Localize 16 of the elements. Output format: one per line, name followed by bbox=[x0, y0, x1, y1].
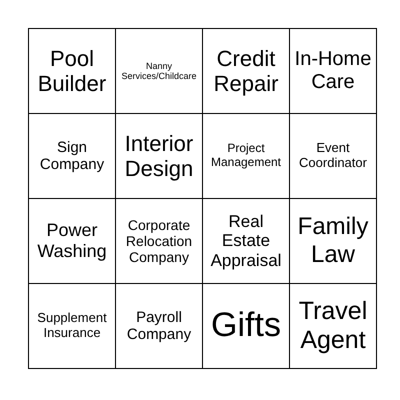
bingo-cell: Project Management bbox=[202, 114, 290, 198]
bingo-cell: Supplement Insurance bbox=[28, 284, 116, 368]
bingo-cell: Nanny Services/Childcare bbox=[116, 28, 202, 114]
bingo-cell: Payroll Company bbox=[116, 284, 202, 368]
bingo-cell: Event Coordinator bbox=[290, 114, 376, 198]
bingo-cell: Interior Design bbox=[116, 114, 202, 198]
bingo-cell: Sign Company bbox=[28, 114, 116, 198]
bingo-cell: Corporate Relocation Company bbox=[116, 198, 202, 284]
bingo-cell: Real Estate Appraisal bbox=[202, 198, 290, 284]
bingo-cell: Credit Repair bbox=[202, 28, 290, 114]
bingo-cell: In-Home Care bbox=[290, 28, 376, 114]
bingo-cell: Power Washing bbox=[28, 198, 116, 284]
bingo-cell: Pool Builder bbox=[28, 28, 116, 114]
bingo-cell: Family Law bbox=[290, 198, 376, 284]
bingo-cell: Travel Agent bbox=[290, 284, 376, 368]
bingo-cell: Gifts bbox=[202, 284, 290, 368]
